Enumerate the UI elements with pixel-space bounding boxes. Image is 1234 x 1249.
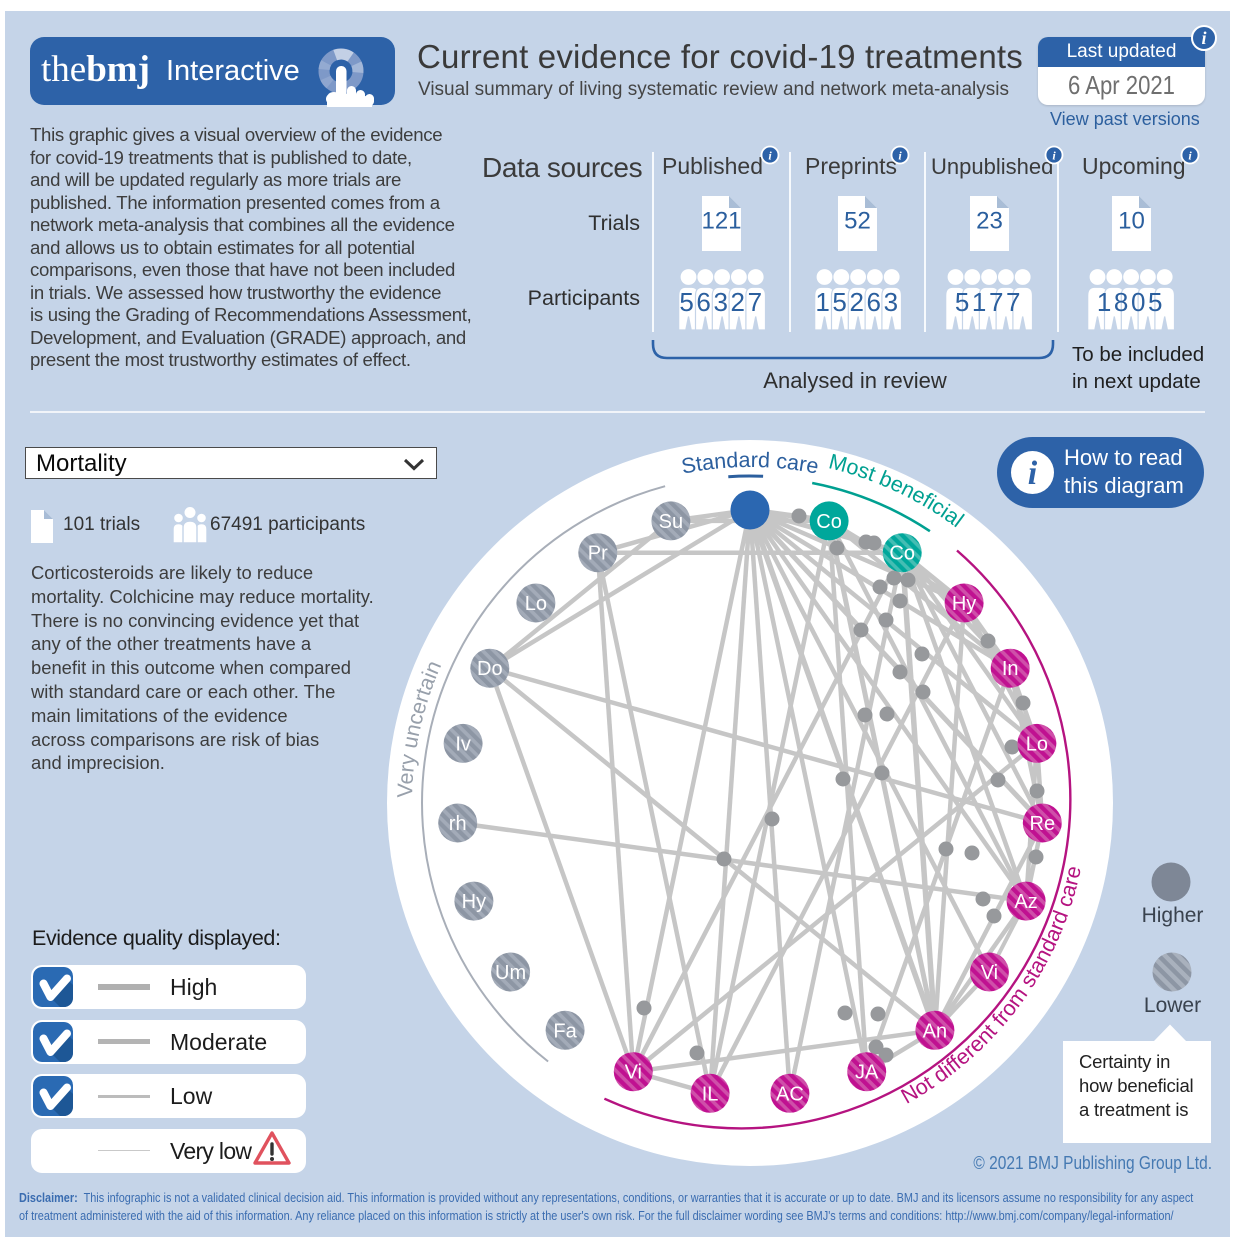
svg-text:121: 121 — [702, 208, 741, 235]
svg-text:IL: IL — [702, 1083, 719, 1105]
svg-text:Co: Co — [889, 543, 915, 565]
svg-text:JA: JA — [855, 1062, 879, 1084]
svg-text:An: An — [923, 1020, 947, 1042]
svg-text:52: 52 — [844, 208, 871, 235]
svg-text:rh: rh — [449, 813, 467, 835]
svg-text:Vi: Vi — [625, 1062, 642, 1084]
svg-text:Re: Re — [1030, 813, 1056, 835]
svg-text:Do: Do — [477, 658, 503, 680]
svg-text:Pr: Pr — [588, 543, 608, 565]
svg-text:Co: Co — [816, 511, 842, 533]
svg-text:Um: Um — [495, 962, 526, 984]
svg-text:i: i — [1201, 28, 1206, 48]
svg-text:i: i — [898, 149, 902, 163]
svg-text:Lo: Lo — [525, 593, 547, 615]
svg-text:Vi: Vi — [981, 962, 998, 984]
svg-text:Hy: Hy — [952, 593, 976, 615]
svg-text:Az: Az — [1014, 891, 1037, 913]
svg-text:Fa: Fa — [553, 1020, 577, 1042]
svg-text:1805: 1805 — [1097, 287, 1165, 317]
svg-text:Hy: Hy — [462, 891, 486, 913]
svg-text:i: i — [768, 149, 772, 163]
svg-text:10: 10 — [1118, 208, 1145, 235]
svg-text:15263: 15263 — [815, 287, 900, 317]
svg-text:23: 23 — [976, 208, 1003, 235]
svg-text:In: In — [1002, 658, 1019, 680]
svg-text:i: i — [1028, 455, 1038, 492]
svg-text:56327: 56327 — [679, 287, 764, 317]
svg-text:i: i — [1052, 149, 1056, 163]
svg-text:Su: Su — [659, 511, 683, 533]
svg-text:AC: AC — [776, 1083, 804, 1105]
svg-text:i: i — [1188, 149, 1192, 163]
svg-text:5177: 5177 — [955, 287, 1023, 317]
svg-text:Lo: Lo — [1026, 733, 1048, 755]
svg-text:Iv: Iv — [455, 733, 471, 755]
